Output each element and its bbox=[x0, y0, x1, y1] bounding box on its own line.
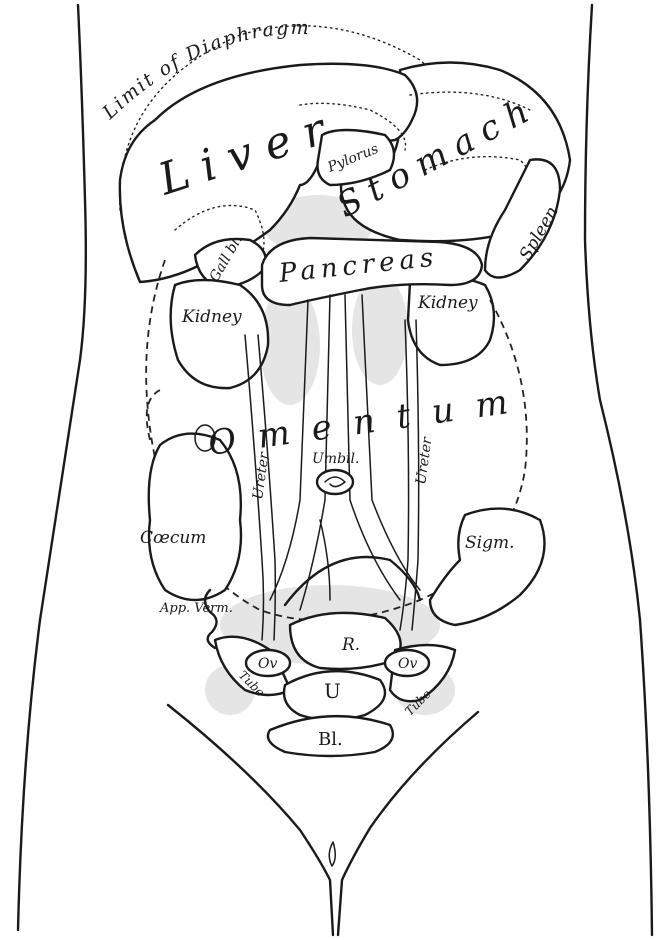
label-kidney-left: Kidney bbox=[181, 307, 242, 327]
label-uterus: U bbox=[324, 679, 341, 703]
label-sigmoid: Sigm. bbox=[465, 533, 515, 553]
sigmoid bbox=[430, 509, 545, 625]
body-left-contour bbox=[18, 5, 86, 930]
label-bladder: Bl. bbox=[318, 729, 343, 750]
label-umbilicus: Umbil. bbox=[312, 451, 359, 467]
label-rectum: R. bbox=[341, 635, 360, 655]
label-appendix: App. Verm. bbox=[159, 601, 233, 616]
label-ovary-right: Ov bbox=[398, 656, 417, 672]
ureter-right-line bbox=[400, 320, 409, 630]
label-ovary-left: Ov bbox=[258, 656, 277, 672]
kidney-right bbox=[408, 277, 494, 365]
label-ureter-right: Ureter bbox=[413, 435, 436, 485]
vulva bbox=[329, 842, 335, 866]
label-kidney-right: Kidney bbox=[417, 293, 478, 313]
label-caecum: Cœcum bbox=[140, 528, 206, 548]
label-omentum: Omentum bbox=[206, 379, 532, 464]
kidney-left bbox=[171, 280, 268, 388]
umbilicus bbox=[317, 470, 353, 494]
body-right-contour bbox=[585, 5, 652, 935]
